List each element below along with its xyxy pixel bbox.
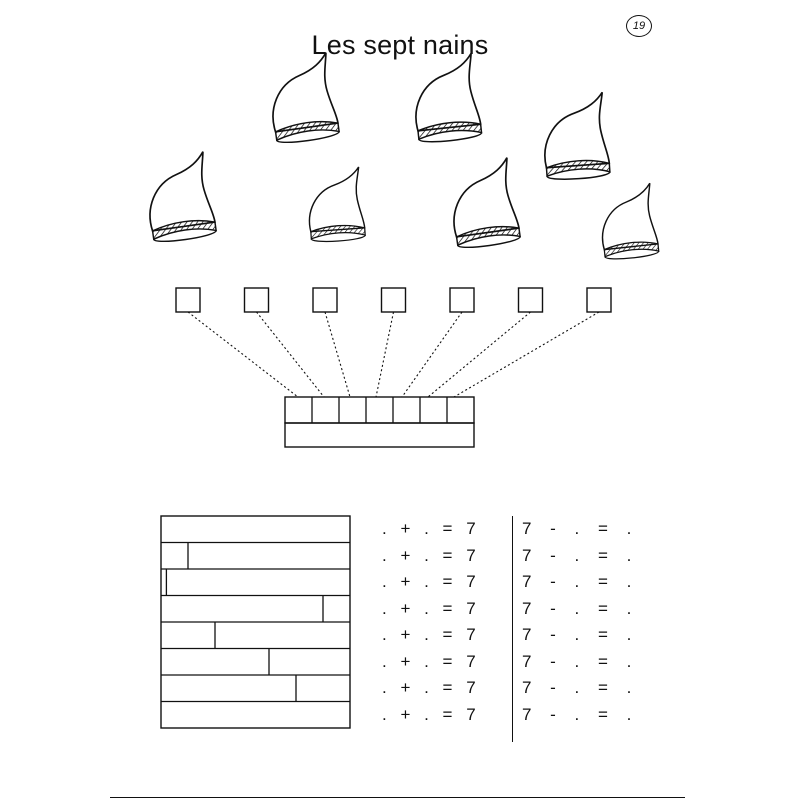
addition-equation[interactable]: . + . = 7 [382,678,476,697]
addition-equation[interactable]: . + . = 7 [382,545,476,565]
equation-row: . + . = 7 7 - . = . [378,705,648,727]
subtraction-equation[interactable]: 7 - . = . [522,651,632,671]
equation-row: . + . = 7 7 - . = . [378,678,648,700]
subtraction-equation[interactable]: 7 - . = . [522,572,632,591]
count-box-5[interactable] [449,287,475,313]
worksheet-title: Les sept nains [311,30,489,60]
dwarf-hat-1 [263,51,341,146]
equation-row: . + . = 7 7 - . = . [378,572,648,594]
count-boxes [175,287,612,313]
addition-equation[interactable]: . + . = 7 [382,598,476,618]
dotted-connector-1 [187,311,299,398]
addition-equation[interactable]: . + . = 7 [382,572,476,591]
dotted-connectors [187,311,600,398]
equation-row: . + . = 7 7 - . = . [378,625,648,647]
dotted-connector-4 [375,311,395,398]
count-box-1[interactable] [175,287,201,313]
count-box-7[interactable] [586,287,612,313]
addition-equation[interactable]: . + . = 7 [382,519,476,538]
subtraction-equation[interactable]: 7 - . = . [522,519,632,538]
equation-separator [512,516,513,742]
decomposition-bars [161,541,350,703]
addition-equation[interactable]: . + . = 7 [382,704,476,724]
dwarf-hat-4 [140,150,218,245]
dwarf-hat-7 [596,182,660,262]
equation-row: . + . = 7 7 - . = . [378,519,648,541]
dotted-connector-3 [324,311,351,398]
counting-grid-cells [311,397,448,423]
count-box-3[interactable] [312,287,338,313]
dotted-connector-5 [401,311,463,398]
dotted-connector-2 [256,311,325,398]
subtraction-equation[interactable]: 7 - . = . [522,704,632,724]
count-box-2[interactable] [243,287,270,313]
subtraction-equation[interactable]: 7 - . = . [522,678,632,697]
dotted-connector-6 [427,311,531,398]
page-number: 19 [626,15,652,37]
equation-row: . + . = 7 7 - . = . [378,546,648,568]
addition-equation[interactable]: . + . = 7 [382,651,476,671]
equation-row: . + . = 7 7 - . = . [378,652,648,674]
dwarf-hat-5 [305,166,367,244]
count-box-4[interactable] [380,287,407,313]
dwarf-hat-6 [444,156,522,251]
page-number-text: 19 [632,20,646,32]
counting-grid-top [284,396,475,424]
equation-row: . + . = 7 7 - . = . [378,599,648,621]
dwarf-hat-3 [539,91,612,182]
subtraction-equation[interactable]: 7 - . = . [522,598,632,618]
count-box-6[interactable] [517,287,544,313]
subtraction-equation[interactable]: 7 - . = . [522,545,632,565]
addition-equation[interactable]: . + . = 7 [382,625,476,644]
dwarf-hat-2 [408,52,483,145]
counting-grid-bottom [284,422,475,448]
dotted-connector-7 [453,311,600,398]
subtraction-equation[interactable]: 7 - . = . [522,625,632,644]
bottom-rule [110,797,685,798]
